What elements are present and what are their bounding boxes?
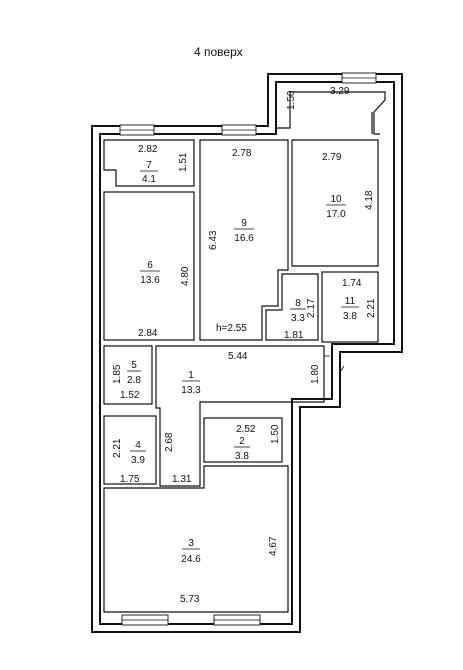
dim-3-29: 3.29 xyxy=(330,86,350,97)
svg-text:1: 1 xyxy=(188,370,194,381)
room-7-label: 7 4.1 xyxy=(140,160,158,185)
dim-1-81: 1.81 xyxy=(284,330,304,341)
dim-4-80: 4.80 xyxy=(180,266,191,286)
room-2-label: 2 3.8 xyxy=(234,436,250,462)
room-11-label: 11 3.8 xyxy=(341,296,359,322)
dim-1-80: 1.80 xyxy=(310,364,321,384)
room-4-label: 4 3.9 xyxy=(130,440,146,466)
dim-2-68: 2.68 xyxy=(164,432,175,452)
dim-4-18: 4.18 xyxy=(364,190,375,210)
svg-text:11: 11 xyxy=(345,296,356,307)
room-1-label: 1 13.3 xyxy=(181,370,201,396)
svg-text:4.1: 4.1 xyxy=(142,174,156,185)
svg-text:13.3: 13.3 xyxy=(181,385,201,396)
svg-text:2: 2 xyxy=(239,436,245,447)
svg-text:17.0: 17.0 xyxy=(326,209,346,220)
svg-text:4: 4 xyxy=(135,440,141,451)
dim-2-21-a: 2.21 xyxy=(366,298,377,318)
svg-text:2.8: 2.8 xyxy=(127,375,141,386)
ceiling-height: h=2.55 xyxy=(216,323,247,334)
room-labels: 7 4.1 9 16.6 10 17.0 6 13.6 8 3.3 11 3.8 xyxy=(127,160,359,565)
dim-1-50-b: 1.50 xyxy=(270,424,281,444)
room-3-label: 3 24.6 xyxy=(181,538,201,565)
svg-text:24.6: 24.6 xyxy=(181,554,201,565)
svg-text:8: 8 xyxy=(295,298,301,309)
svg-text:3.8: 3.8 xyxy=(235,451,249,462)
dim-2-78: 2.78 xyxy=(232,148,252,159)
svg-text:16.6: 16.6 xyxy=(234,233,254,244)
dim-1-74: 1.74 xyxy=(342,278,362,289)
room-6-label: 6 13.6 xyxy=(140,260,160,286)
svg-text:3: 3 xyxy=(188,538,194,549)
dim-2-82: 2.82 xyxy=(138,144,158,155)
interior-walls xyxy=(103,139,379,613)
dim-2-21-b: 2.21 xyxy=(112,438,123,458)
svg-text:3.9: 3.9 xyxy=(131,455,145,466)
dim-2-17: 2.17 xyxy=(306,298,317,318)
svg-text:5: 5 xyxy=(131,360,137,371)
dim-2-84: 2.84 xyxy=(138,328,158,339)
svg-text:7: 7 xyxy=(146,160,152,171)
dim-1-85: 1.85 xyxy=(112,364,123,384)
dim-1-52: 1.52 xyxy=(120,390,140,401)
dim-2-52: 2.52 xyxy=(236,424,256,435)
dim-1-50-a: 1.50 xyxy=(286,90,297,110)
svg-text:9: 9 xyxy=(241,218,247,229)
svg-text:3.3: 3.3 xyxy=(291,313,305,324)
dim-5-44: 5.44 xyxy=(228,351,248,362)
dim-1-51: 1.51 xyxy=(178,152,189,172)
dim-6-43: 6.43 xyxy=(208,230,219,250)
dim-1-75: 1.75 xyxy=(120,474,140,485)
floor-title: 4 поверх xyxy=(194,45,243,59)
svg-text:10: 10 xyxy=(330,194,342,205)
dim-5-73: 5.73 xyxy=(180,594,200,605)
room-10-label: 10 17.0 xyxy=(326,194,346,220)
room-8-label: 8 3.3 xyxy=(290,298,306,324)
dim-2-79: 2.79 xyxy=(322,152,342,163)
svg-text:6: 6 xyxy=(147,260,153,271)
windows xyxy=(119,72,377,626)
room-9-label: 9 16.6 xyxy=(234,218,254,244)
room-5-label: 5 2.8 xyxy=(127,360,141,386)
svg-text:3.8: 3.8 xyxy=(343,311,357,322)
dim-4-67: 4.67 xyxy=(268,536,279,556)
dimension-labels: 3.29 2.82 2.78 2.79 2.84 1.74 1.81 5.44 … xyxy=(112,86,377,605)
svg-text:13.6: 13.6 xyxy=(140,275,160,286)
dim-1-31: 1.31 xyxy=(172,474,192,485)
